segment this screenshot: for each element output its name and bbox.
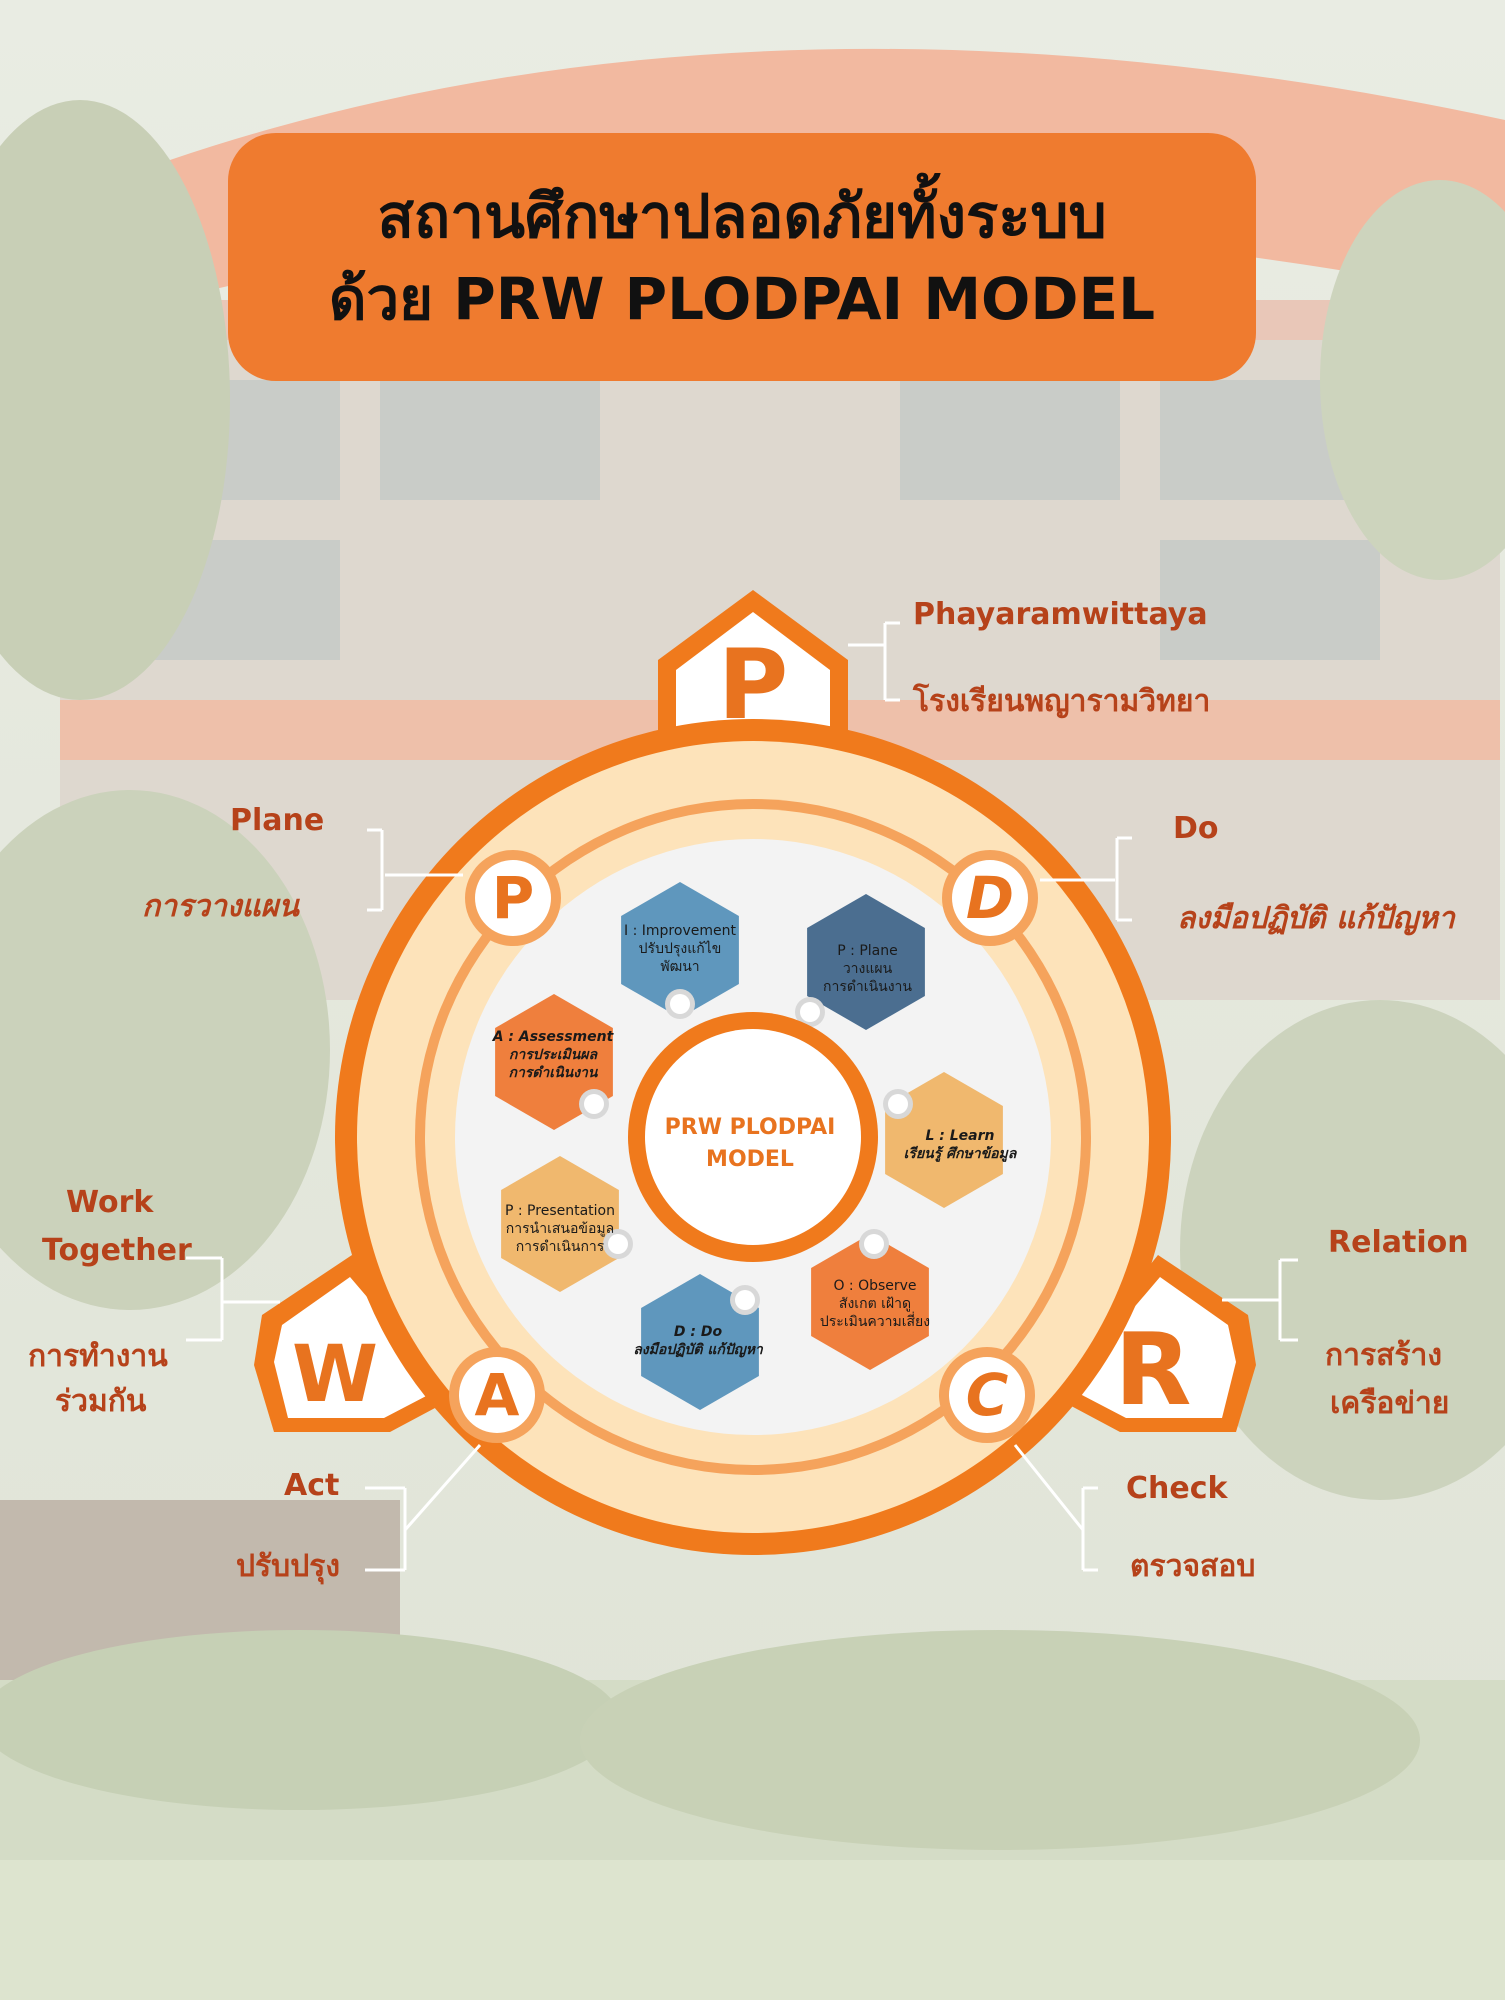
hex-text-learn: L : Learn เรียนรู้ ศึกษาข้อมูล bbox=[903, 1128, 1017, 1162]
title-line-2: ด้วย PRW PLODPAI MODEL bbox=[328, 265, 1156, 333]
connector-top bbox=[848, 621, 900, 702]
letter-ring-d: D bbox=[965, 864, 1015, 932]
label-work-en-2: Together bbox=[42, 1233, 192, 1268]
label-plane-en: Plane bbox=[230, 803, 325, 838]
hex-improvement-dot-inner bbox=[670, 994, 690, 1014]
letter-ring-p: P bbox=[491, 864, 535, 932]
hex-improvement bbox=[621, 882, 739, 1018]
label-relation-en: Relation bbox=[1328, 1225, 1469, 1260]
ring-circle-c bbox=[939, 1347, 1035, 1443]
label-top-en: Phayaramwittaya bbox=[913, 597, 1208, 632]
center-title-line-2: MODEL bbox=[706, 1147, 794, 1172]
label-top-th: โรงเรียนพญารามวิทยา bbox=[913, 684, 1211, 719]
label-plane-th: การวางแผน bbox=[142, 889, 299, 924]
letter-left-w: W bbox=[291, 1330, 379, 1420]
hex-observe-dot-inner bbox=[864, 1234, 884, 1254]
hex-presentation-dot-inner bbox=[608, 1234, 628, 1254]
label-check-en: Check bbox=[1126, 1471, 1228, 1506]
label-check-th: ตรวจสอบ bbox=[1130, 1549, 1256, 1584]
label-act-th: ปรับปรุง bbox=[236, 1549, 341, 1584]
connector-act bbox=[365, 1444, 482, 1572]
hex-presentation bbox=[501, 1156, 619, 1292]
hex-do bbox=[641, 1274, 759, 1410]
title-banner: สถานศึกษาปลอดภัยทั้งระบบ ด้วย PRW PLODPA… bbox=[228, 133, 1256, 381]
right-tab-inner bbox=[1080, 1277, 1236, 1418]
ring-circle-d bbox=[942, 850, 1038, 946]
connector-relation bbox=[1222, 1258, 1298, 1342]
center-title: PRW PLODPAI MODEL bbox=[640, 1112, 860, 1176]
hex-text-improvement: I : Improvement ปรับปรุงแก้ไข พัฒนา bbox=[624, 923, 736, 975]
hex-do-dot-inner bbox=[735, 1290, 755, 1310]
left-tab-inner bbox=[274, 1277, 430, 1418]
hex-observe bbox=[811, 1234, 929, 1370]
hex-text-observe: O : Observe สังเกต เฝ้าดู ประเมินความเสี… bbox=[819, 1278, 931, 1330]
label-do-en: Do bbox=[1173, 811, 1219, 846]
label-act-en: Act bbox=[284, 1468, 340, 1503]
letter-right-r: R bbox=[1114, 1311, 1192, 1428]
hex-plane-dot-inner bbox=[800, 1002, 820, 1022]
label-work-en-1: Work bbox=[66, 1185, 154, 1220]
ring-circle-p bbox=[465, 850, 561, 946]
letter-ring-c: C bbox=[965, 1361, 1009, 1429]
label-work-th-2: ร่วมกัน bbox=[55, 1384, 147, 1419]
hex-text-assessment: A : Assessment การประเมินผล การดำเนินงาน bbox=[492, 1029, 614, 1081]
label-relation-th-1: การสร้าง bbox=[1325, 1338, 1443, 1373]
connector-check bbox=[1013, 1444, 1098, 1572]
connector-plane bbox=[367, 828, 463, 912]
title-line-1: สถานศึกษาปลอดภัยทั้งระบบ bbox=[377, 182, 1107, 252]
connector-do bbox=[1040, 836, 1132, 922]
label-do-th: ลงมือปฏิบัติ แก้ปัญหา bbox=[1177, 901, 1455, 936]
hex-text-presentation: P : Presentation การนำเสนอข้อมูล การดำเน… bbox=[505, 1203, 615, 1255]
hex-text-plane: P : Plane วางแผน การดำเนินงาน bbox=[822, 943, 912, 995]
hex-plane bbox=[807, 894, 925, 1030]
center-title-line-1: PRW PLODPAI bbox=[664, 1115, 836, 1140]
hex-learn bbox=[885, 1072, 1003, 1208]
letter-top-p: P bbox=[717, 629, 789, 741]
hex-text-do: D : Do ลงมือปฏิบัติ แก้ปัญหา bbox=[633, 1324, 763, 1358]
top-tab-inner bbox=[676, 612, 830, 745]
ring-circle-a bbox=[449, 1347, 545, 1443]
hex-assessment-dot-inner bbox=[584, 1094, 604, 1114]
hex-learn-dot-inner bbox=[888, 1094, 908, 1114]
label-work-th-1: การทำงาน bbox=[28, 1339, 168, 1374]
connector-work bbox=[186, 1256, 280, 1342]
label-relation-th-2: เครือข่าย bbox=[1330, 1386, 1450, 1421]
letter-ring-a: A bbox=[474, 1361, 520, 1429]
